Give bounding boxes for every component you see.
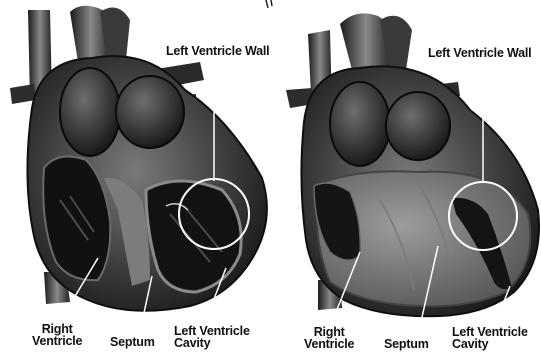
left-atrium (116, 76, 184, 148)
normal-right-ventricle-label: Right Ventricle (32, 323, 82, 347)
thickened-septum-label: Septum (384, 338, 429, 350)
thickened-right-ventricle-label-line2: Ventricle (304, 338, 354, 350)
thickened-right-ventricle-label: Right Ventricle (304, 326, 354, 350)
thickened-lv-cavity-label: Left Ventricle Cavity (452, 326, 528, 350)
left-ventricle-chamber (146, 181, 241, 292)
normal-lv-wall-label: Left Ventricle Wall (166, 45, 269, 57)
right-atrium (60, 68, 120, 156)
thickened-lv-wall-label: Left Ventricle Wall (428, 47, 531, 59)
thickened-lv-cavity-label-line2: Cavity (452, 338, 528, 350)
normal-right-ventricle-label-line2: Ventricle (32, 335, 82, 347)
normal-septum-label: Septum (110, 336, 155, 348)
scan-artifact (266, 0, 272, 8)
left-atrium (386, 92, 450, 160)
right-atrium (330, 82, 390, 166)
normal-lv-cavity-label: Left Ventricle Cavity (174, 325, 250, 349)
normal-lv-cavity-label-line2: Cavity (174, 337, 250, 349)
